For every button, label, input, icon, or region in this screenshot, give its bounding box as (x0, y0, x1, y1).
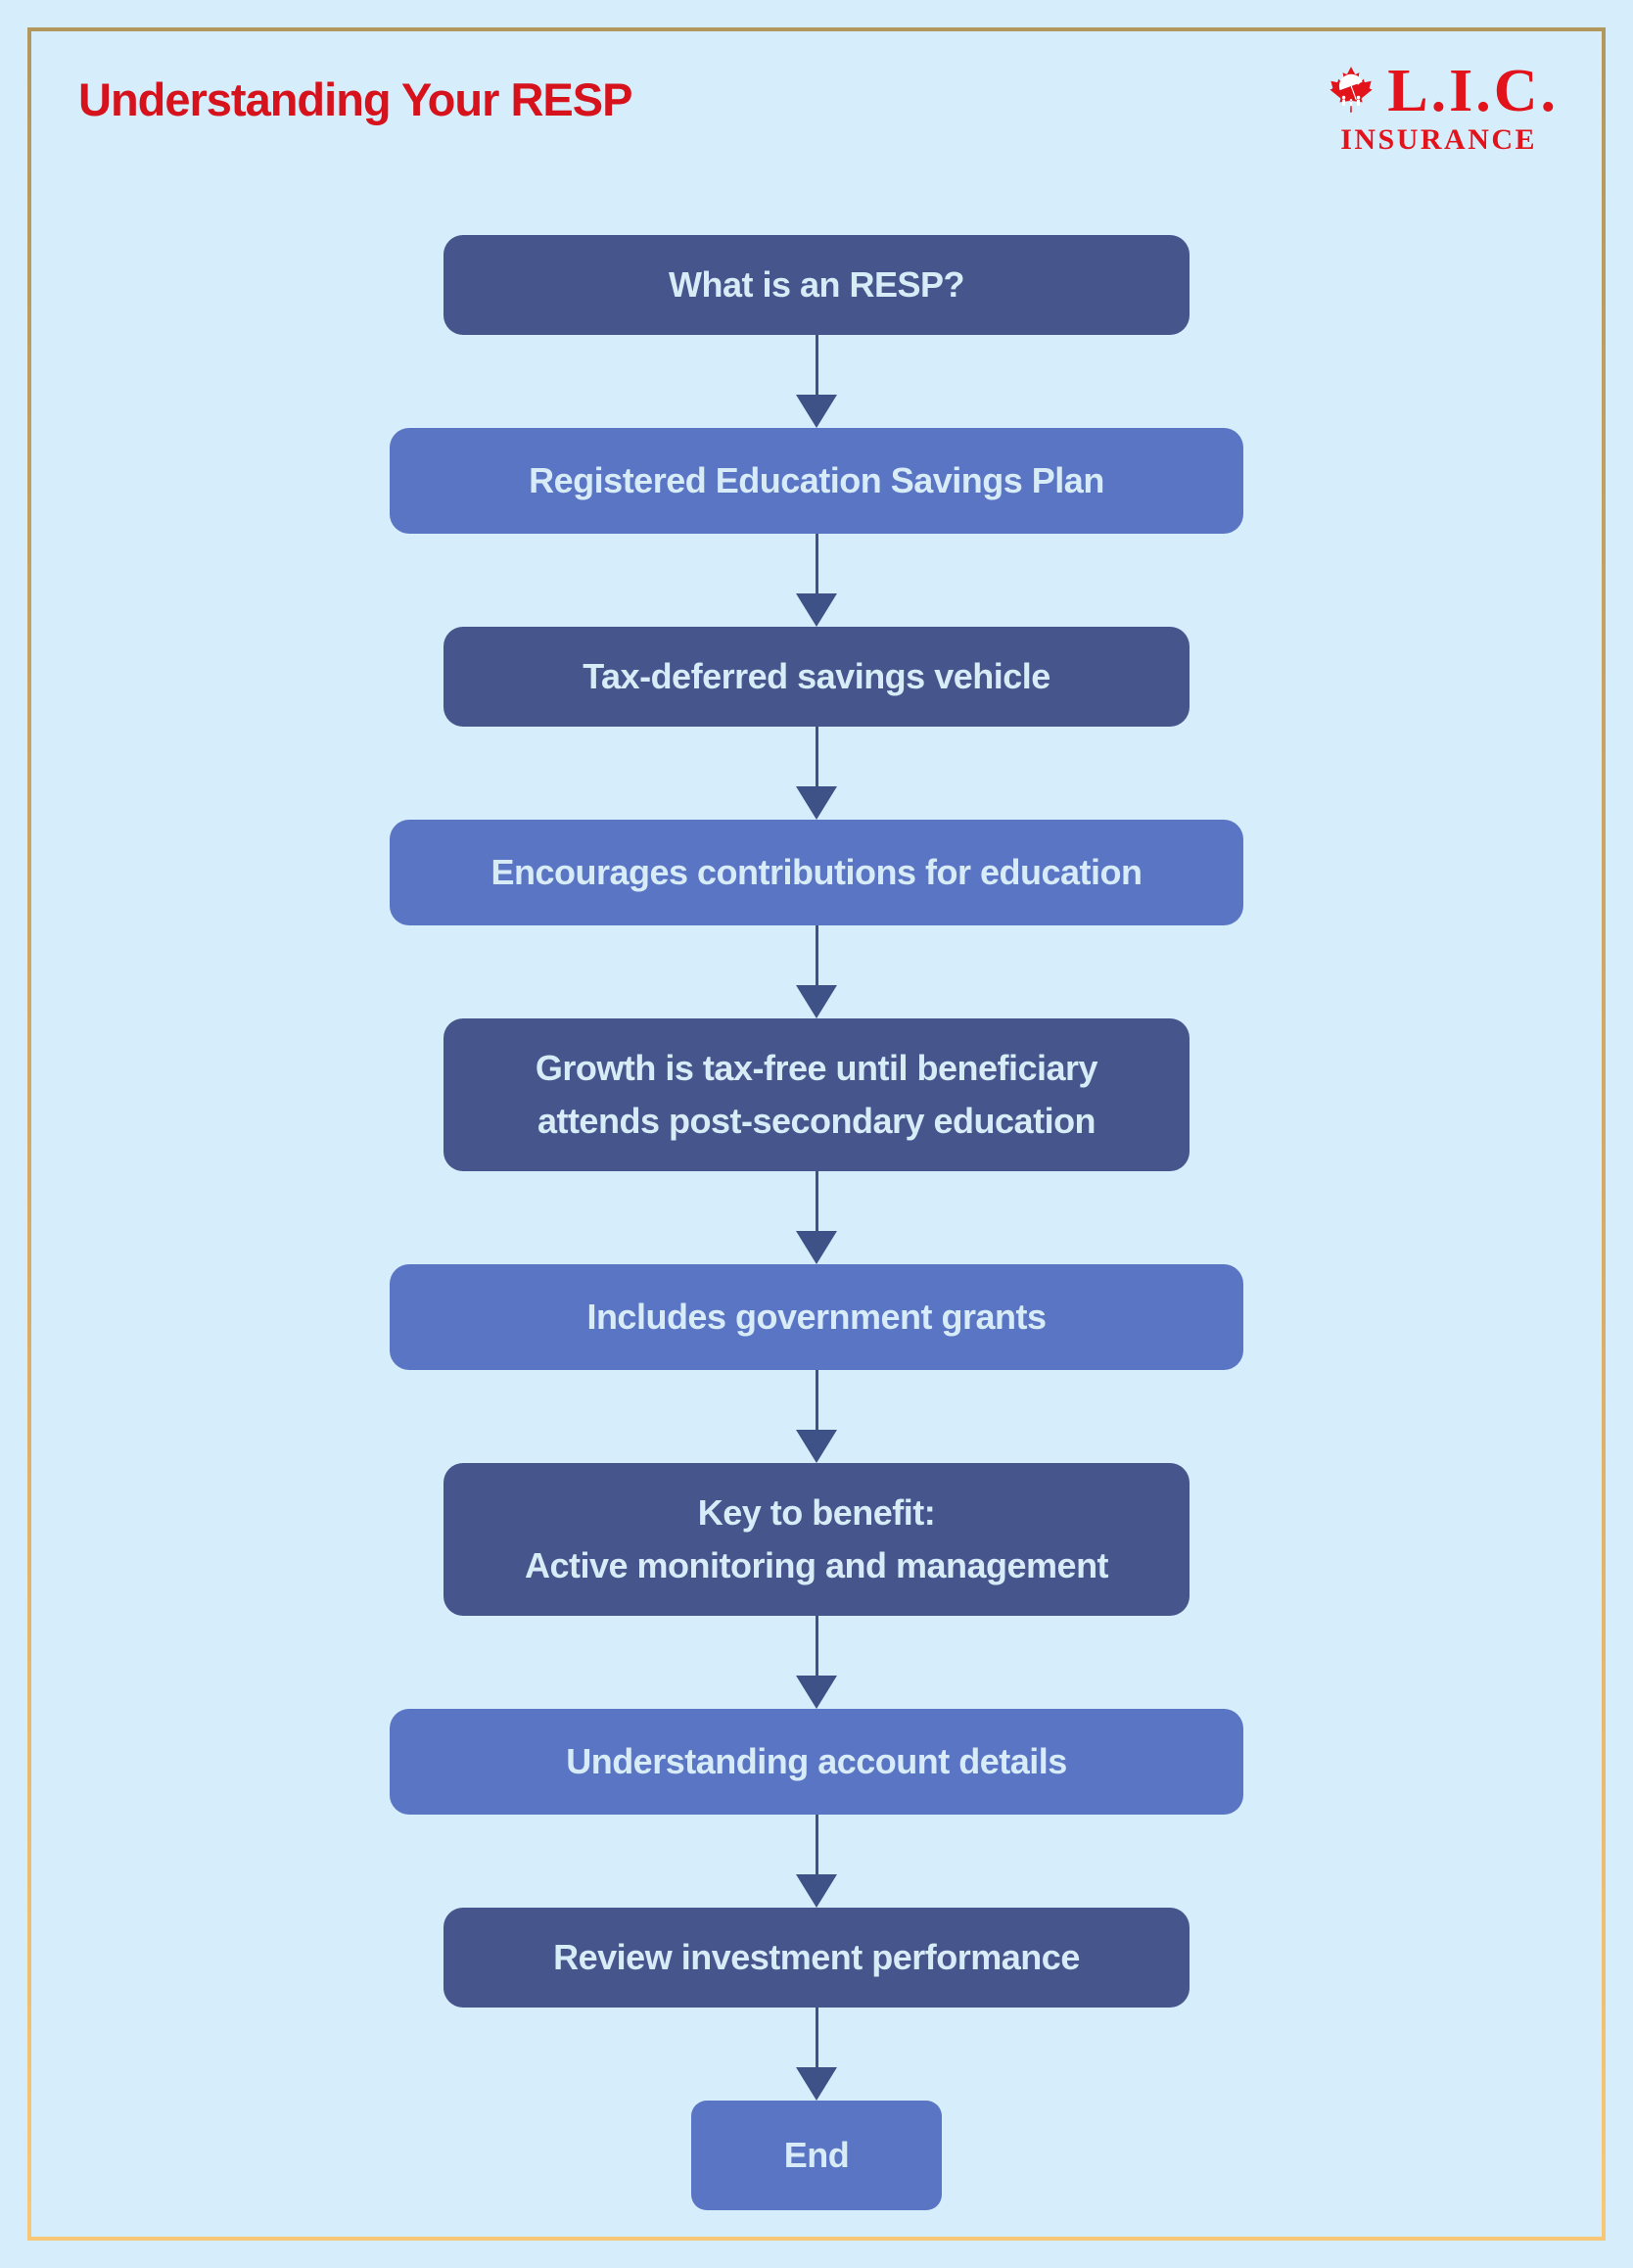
flow-node-what-is-an-resp: What is an RESP? (443, 235, 1190, 335)
arrow-stem (815, 2008, 818, 2067)
down-arrow (795, 727, 838, 820)
down-arrow (795, 534, 838, 627)
logo-insurance-text: INSURANCE (1340, 123, 1538, 156)
arrow-stem (815, 727, 818, 786)
logo-lic-text: L.I.C. (1387, 58, 1559, 124)
arrow-head-icon (796, 786, 837, 820)
arrow-head-icon (796, 593, 837, 627)
flow-node-review-performance: Review investment performance (443, 1908, 1190, 2008)
flow-node-registered-education-savings-plan: Registered Education Savings Plan (390, 428, 1243, 534)
flow-node-government-grants: Includes government grants (390, 1264, 1243, 1370)
down-arrow (795, 925, 838, 1018)
flow-node-tax-free-growth: Growth is tax-free until beneficiary att… (443, 1018, 1190, 1171)
flow-node-key-to-benefit: Key to benefit: Active monitoring and ma… (443, 1463, 1190, 1616)
down-arrow (795, 1171, 838, 1264)
down-arrow (795, 1815, 838, 1908)
family-icon (1341, 95, 1361, 107)
arrow-stem (815, 1171, 818, 1231)
flow-node-encourages-contributions: Encourages contributions for education (390, 820, 1243, 925)
flowchart: What is an RESP? Registered Education Sa… (0, 235, 1633, 2210)
arrow-stem (815, 1815, 818, 1874)
down-arrow (795, 335, 838, 428)
down-arrow (795, 1370, 838, 1463)
arrow-head-icon (796, 1874, 837, 1908)
flow-node-tax-deferred-savings-vehicle: Tax-deferred savings vehicle (443, 627, 1190, 727)
company-logo: L.I.C. INSURANCE (1319, 59, 1559, 155)
flow-node-end: End (691, 2101, 942, 2210)
flow-node-account-details: Understanding account details (390, 1709, 1243, 1815)
arrow-head-icon (796, 1430, 837, 1463)
arrow-stem (815, 1370, 818, 1430)
page-title: Understanding Your RESP (78, 73, 632, 125)
arrow-head-icon (796, 395, 837, 428)
arrow-head-icon (796, 985, 837, 1018)
arrow-stem (815, 1616, 818, 1676)
down-arrow (795, 2008, 838, 2101)
arrow-stem (815, 534, 818, 593)
down-arrow (795, 1616, 838, 1709)
umbrella-icon (1339, 73, 1363, 101)
arrow-head-icon (796, 1676, 837, 1709)
maple-leaf-icon (1330, 67, 1373, 113)
arrow-head-icon (796, 1231, 837, 1264)
arrow-stem (815, 925, 818, 985)
arrow-head-icon (796, 2067, 837, 2101)
arrow-stem (815, 335, 818, 395)
